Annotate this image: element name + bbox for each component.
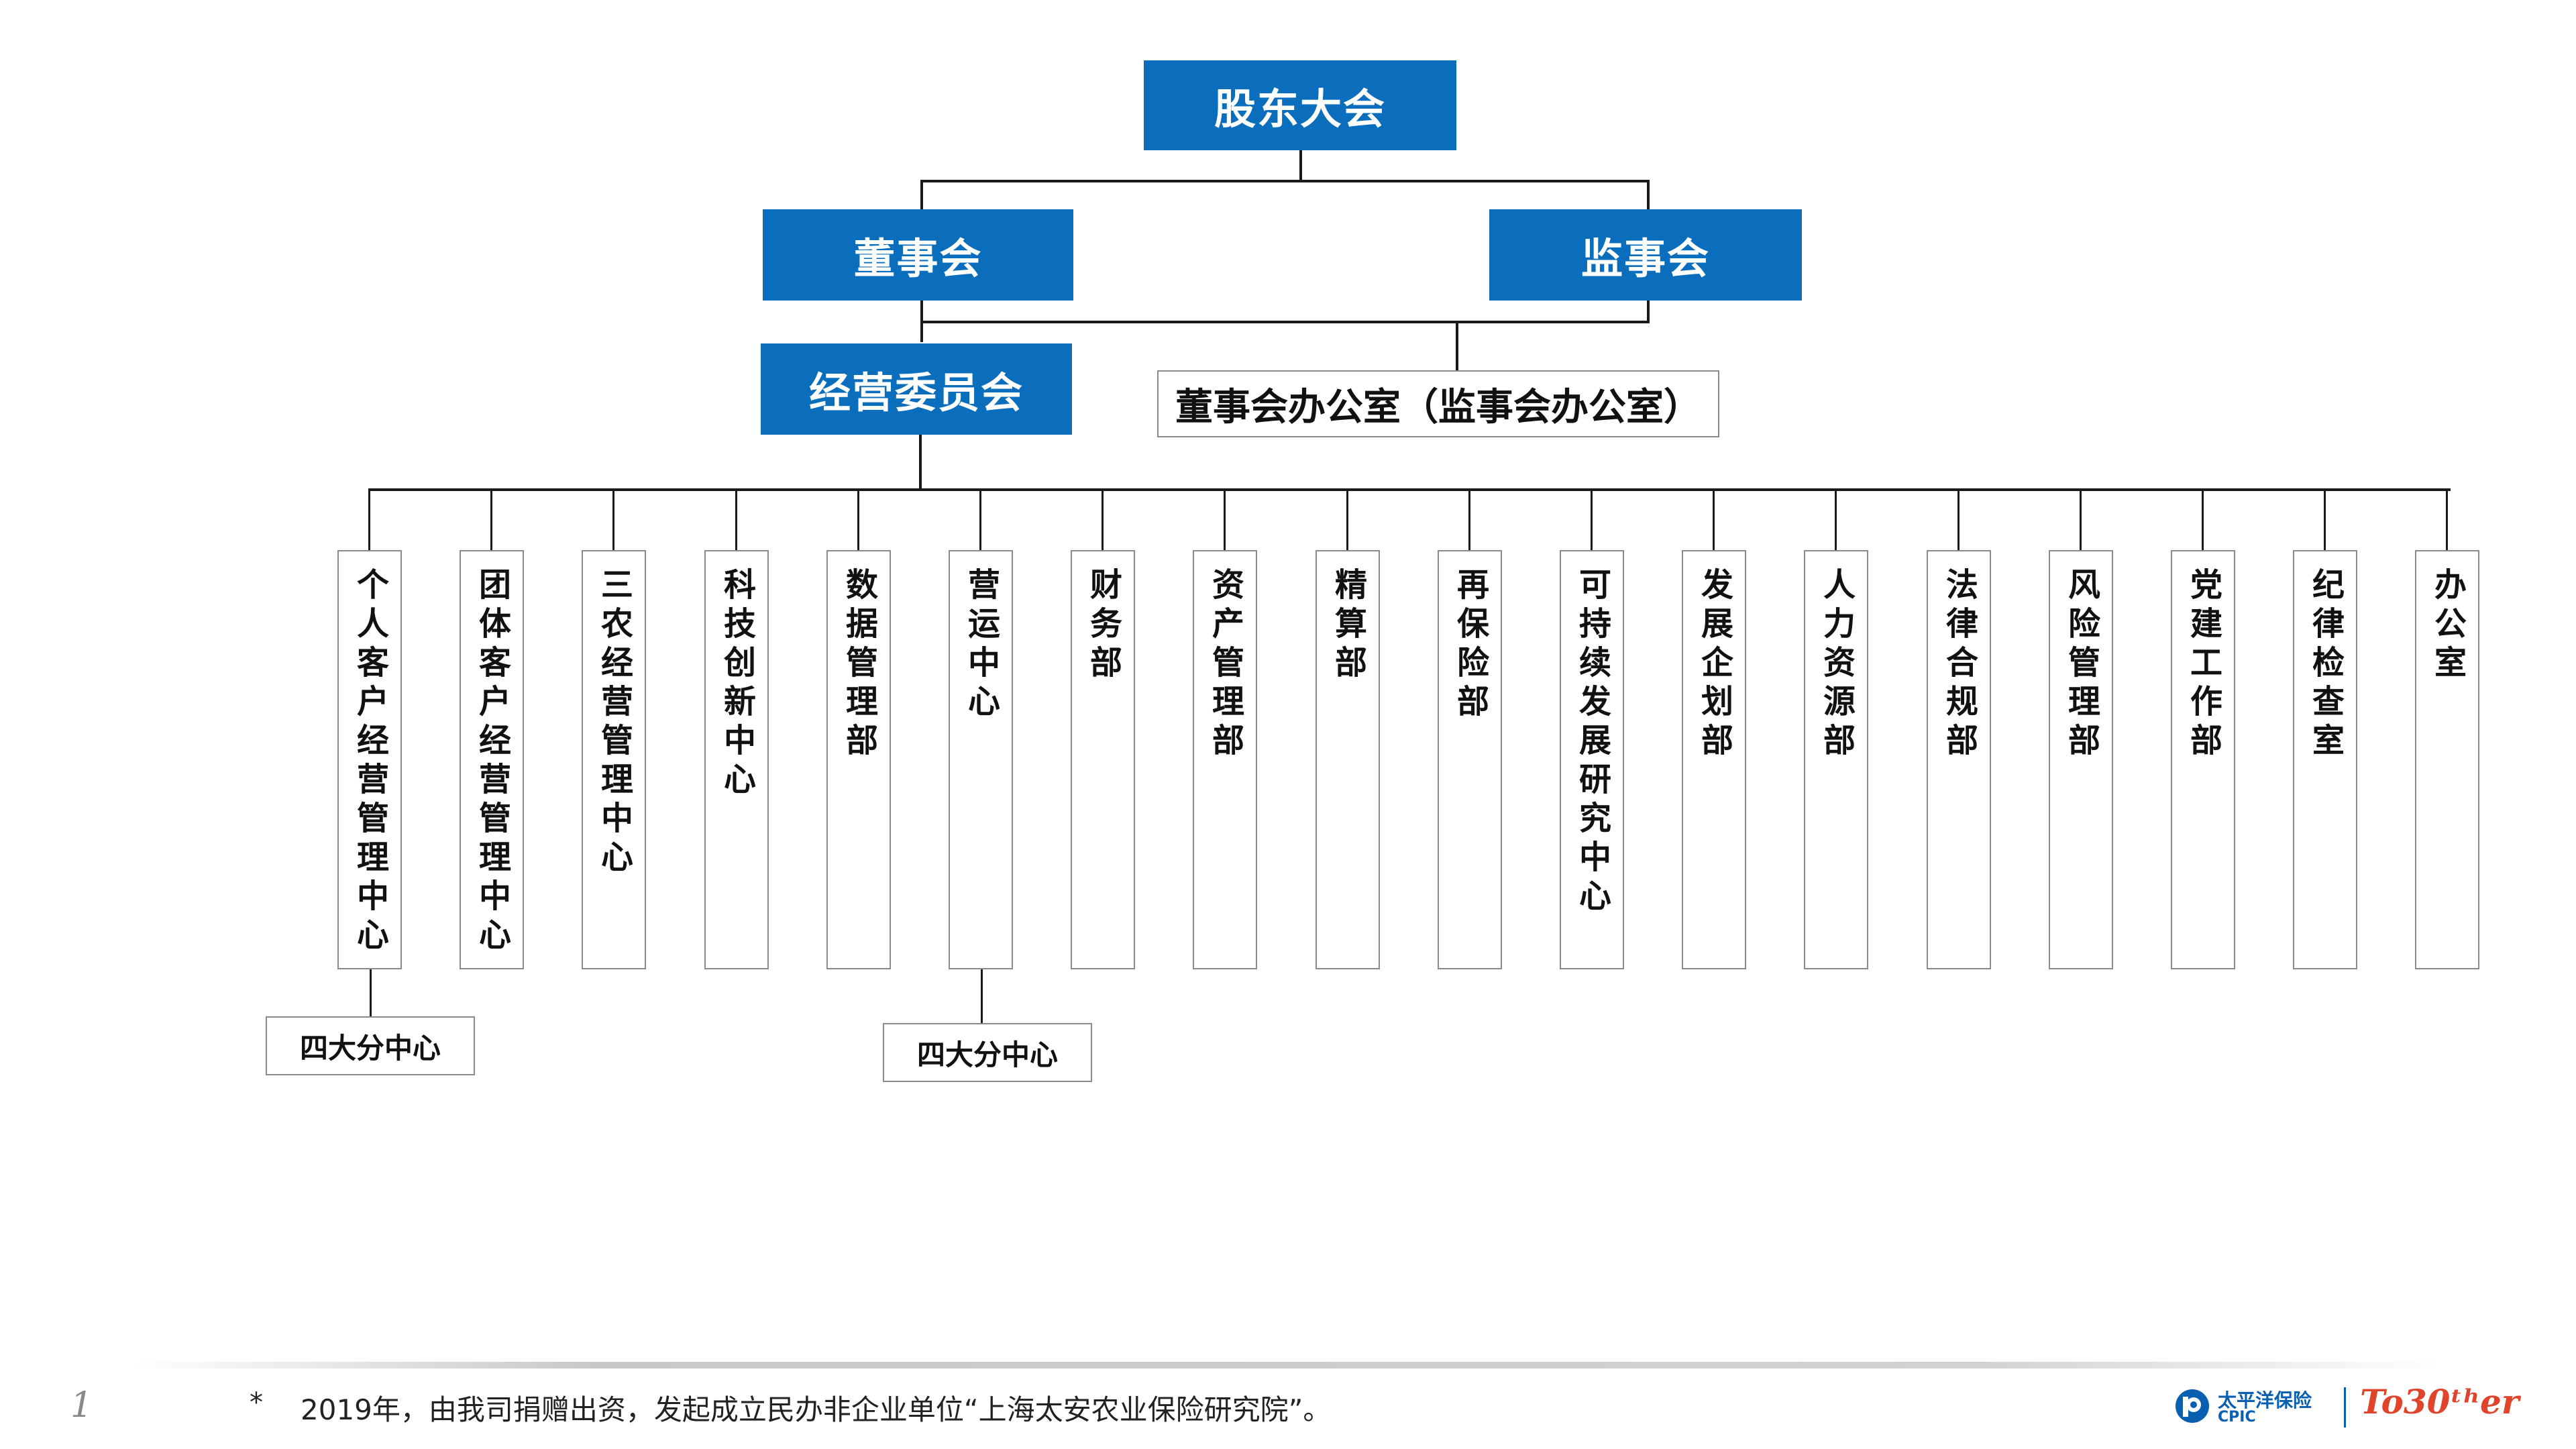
connector (368, 488, 2451, 491)
department-label: 法律合规部 (1940, 568, 1978, 762)
footer-divider (134, 1362, 2442, 1368)
connector (919, 433, 922, 490)
connector (612, 490, 614, 551)
department-label: 团体客户经营管理中心 (473, 568, 511, 957)
connector (920, 180, 1650, 182)
department-box: 党建工作部 (2171, 550, 2235, 969)
connector (1102, 490, 1104, 551)
company-logo: 太平洋保险 CPIC To30ᵗʰer (2174, 1382, 2519, 1436)
logo-name-cn: 太平洋保险 (2218, 1389, 2312, 1411)
department-box: 团体客户经营管理中心 (460, 550, 524, 969)
shareholders-meeting-label: 股东大会 (1214, 85, 1386, 133)
board-of-directors-box: 董事会 (763, 209, 1073, 301)
management-committee-box: 经营委员会 (761, 343, 1072, 435)
connector (1647, 180, 1650, 211)
department-label: 资产管理部 (1206, 568, 1244, 762)
department-box: 再保险部 (1438, 550, 1502, 969)
connector (2324, 490, 2326, 551)
connector (1713, 490, 1715, 551)
connector (370, 969, 372, 1018)
connector (1456, 321, 1458, 370)
department-label: 纪律检查室 (2306, 568, 2344, 762)
connector (920, 180, 923, 211)
department-label: 数据管理部 (840, 568, 877, 762)
connector (1468, 490, 1470, 551)
management-committee-label: 经营委员会 (808, 368, 1024, 417)
department-box: 纪律检查室 (2293, 550, 2357, 969)
department-label: 精算部 (1329, 568, 1366, 684)
connector (920, 321, 1650, 323)
department-label: 党建工作部 (2184, 568, 2222, 762)
footnote-marker: * (250, 1387, 263, 1418)
department-box: 法律合规部 (1927, 550, 1991, 969)
department-label: 人力资源部 (1817, 568, 1855, 762)
department-box: 个人客户经营管理中心 (337, 550, 402, 969)
page-number: 1 (70, 1385, 93, 1426)
department-label: 可持续发展研究中心 (1573, 568, 1611, 918)
department-box: 风险管理部 (2049, 550, 2113, 969)
board-of-supervisors-box: 监事会 (1489, 209, 1802, 301)
connector (2446, 490, 2448, 551)
department-label: 再保险部 (1451, 568, 1489, 723)
connector (368, 490, 370, 551)
connector (1835, 490, 1837, 551)
department-box: 精算部 (1316, 550, 1380, 969)
connector (1224, 490, 1226, 551)
department-box: 财务部 (1071, 550, 1135, 969)
connector (979, 490, 981, 551)
department-label: 财务部 (1084, 568, 1122, 684)
department-box: 人力资源部 (1804, 550, 1868, 969)
board-office-label: 董事会办公室（监事会办公室） (1175, 385, 1701, 429)
connector (1591, 490, 1593, 551)
shareholders-meeting-box: 股东大会 (1144, 60, 1456, 150)
sub-center-label: 四大分中心 (916, 1038, 1058, 1071)
connector (857, 490, 859, 551)
department-box: 三农经营管理中心 (582, 550, 646, 969)
department-label: 风险管理部 (2062, 568, 2100, 762)
connector (1299, 149, 1302, 181)
cpic-logo-icon (2176, 1389, 2209, 1423)
department-label: 科技创新中心 (718, 568, 755, 801)
department-box: 办公室 (2415, 550, 2479, 969)
sub-center-box: 四大分中心 (266, 1016, 475, 1075)
department-label: 办公室 (2428, 568, 2466, 684)
department-label: 三农经营管理中心 (595, 568, 633, 879)
board-of-directors-label: 董事会 (853, 234, 983, 283)
board-of-supervisors-label: 监事会 (1580, 234, 1710, 283)
connector (490, 490, 492, 551)
board-office-box: 董事会办公室（监事会办公室） (1157, 370, 1719, 437)
department-label: 营运中心 (962, 568, 1000, 723)
connector (735, 490, 737, 551)
logo-name-en: CPIC (2218, 1409, 2256, 1426)
logo-separator (2344, 1387, 2346, 1428)
department-label: 个人客户经营管理中心 (351, 568, 388, 957)
department-box: 可持续发展研究中心 (1560, 550, 1624, 969)
sub-center-label: 四大分中心 (299, 1031, 441, 1065)
department-box: 科技创新中心 (704, 550, 769, 969)
department-label: 发展企划部 (1695, 568, 1733, 762)
connector (2080, 490, 2082, 551)
department-box: 资产管理部 (1193, 550, 1257, 969)
connector (1346, 490, 1348, 551)
department-box: 营运中心 (949, 550, 1013, 969)
footnote-text: 2019年，由我司捐赠出资，发起成立民办非企业单位“上海太安农业保险研究院”。 (301, 1393, 1332, 1426)
connector (1647, 301, 1650, 323)
connector (981, 969, 983, 1024)
department-box: 数据管理部 (826, 550, 891, 969)
connector (2202, 490, 2204, 551)
department-box: 发展企划部 (1682, 550, 1746, 969)
logo-slogan: To30ᵗʰer (2360, 1382, 2520, 1421)
sub-center-box: 四大分中心 (883, 1023, 1092, 1082)
connector (1957, 490, 1960, 551)
